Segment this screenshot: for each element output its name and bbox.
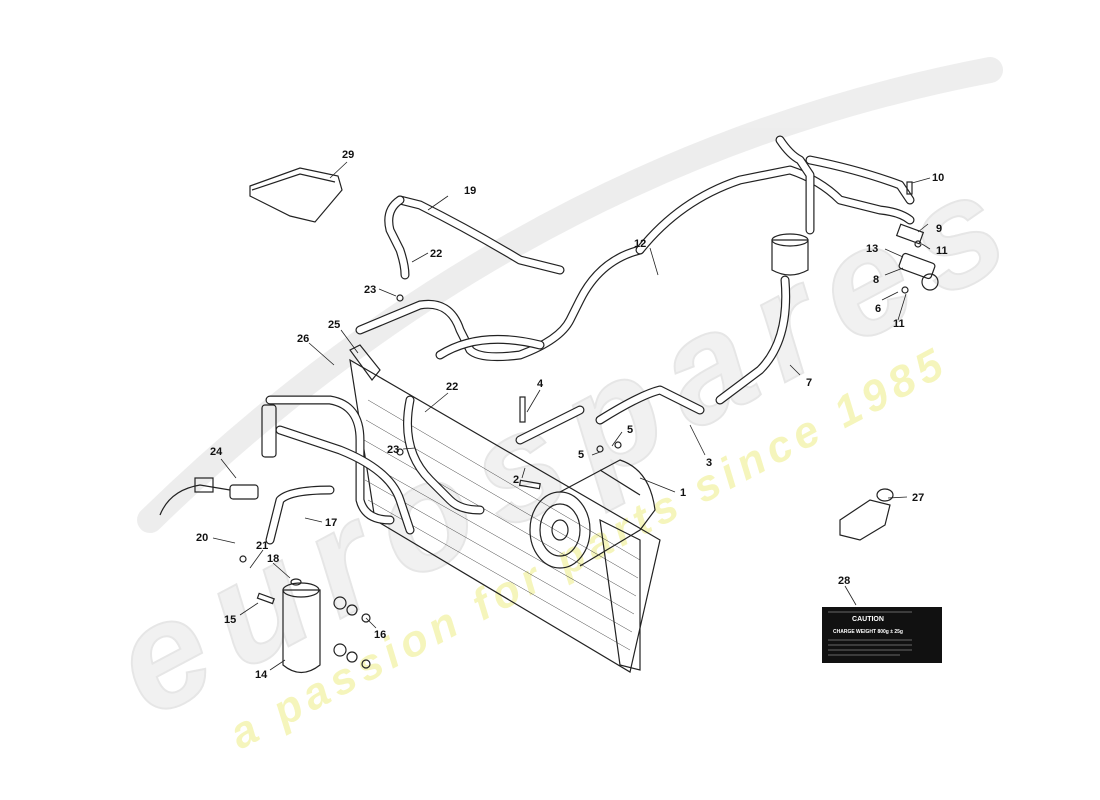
callout-9: 9 xyxy=(936,223,942,235)
callout-19: 19 xyxy=(464,185,476,197)
callout-28: 28 xyxy=(838,575,850,587)
callout-3: 3 xyxy=(706,457,712,469)
accumulator xyxy=(771,233,809,276)
callout-7: 7 xyxy=(806,377,812,389)
callout-8: 8 xyxy=(873,274,879,286)
bracket-plate xyxy=(249,167,343,223)
fittings xyxy=(239,181,922,669)
callout-22a: 22 xyxy=(430,248,442,260)
expansion-valve xyxy=(895,223,939,291)
leader-lines xyxy=(212,161,931,671)
callout-23a: 23 xyxy=(364,284,376,296)
callout-29: 29 xyxy=(342,149,354,161)
callout-24: 24 xyxy=(210,446,223,458)
callout-18: 18 xyxy=(267,553,279,565)
caution-heading: CAUTION xyxy=(852,616,884,623)
callout-14: 14 xyxy=(255,669,268,681)
caution-label: CAUTION CHARGE WEIGHT 800g ± 25g xyxy=(822,607,942,663)
callout-2: 2 xyxy=(513,474,519,486)
pipes xyxy=(265,135,915,545)
callout-22b: 22 xyxy=(446,381,458,393)
receiver-drier xyxy=(282,578,321,674)
callout-17: 17 xyxy=(325,517,337,529)
callout-5b: 5 xyxy=(578,449,584,461)
callout-21: 21 xyxy=(256,540,268,552)
callout-27: 27 xyxy=(912,492,924,504)
pressure-switch xyxy=(159,404,277,516)
callout-11b: 11 xyxy=(893,318,905,330)
hose-clip xyxy=(839,488,894,541)
callout-5a: 5 xyxy=(627,424,633,436)
callout-10: 10 xyxy=(932,172,944,184)
caution-charge: CHARGE WEIGHT 800g ± 25g xyxy=(833,629,903,635)
callout-6: 6 xyxy=(875,303,881,315)
callout-23b: 23 xyxy=(387,444,399,456)
callout-15: 15 xyxy=(224,614,236,626)
callout-1: 1 xyxy=(680,487,686,499)
callout-4: 4 xyxy=(537,378,544,390)
callout-16: 16 xyxy=(374,629,386,641)
callout-25: 25 xyxy=(328,319,340,331)
callout-26: 26 xyxy=(297,333,309,345)
callouts: 1 2 3 4 5 5 6 7 8 9 10 11 11 12 13 14 15… xyxy=(196,149,948,681)
callout-11a: 11 xyxy=(936,245,948,257)
callout-20: 20 xyxy=(196,532,208,544)
callout-13: 13 xyxy=(866,243,878,255)
callout-12: 12 xyxy=(634,238,646,250)
